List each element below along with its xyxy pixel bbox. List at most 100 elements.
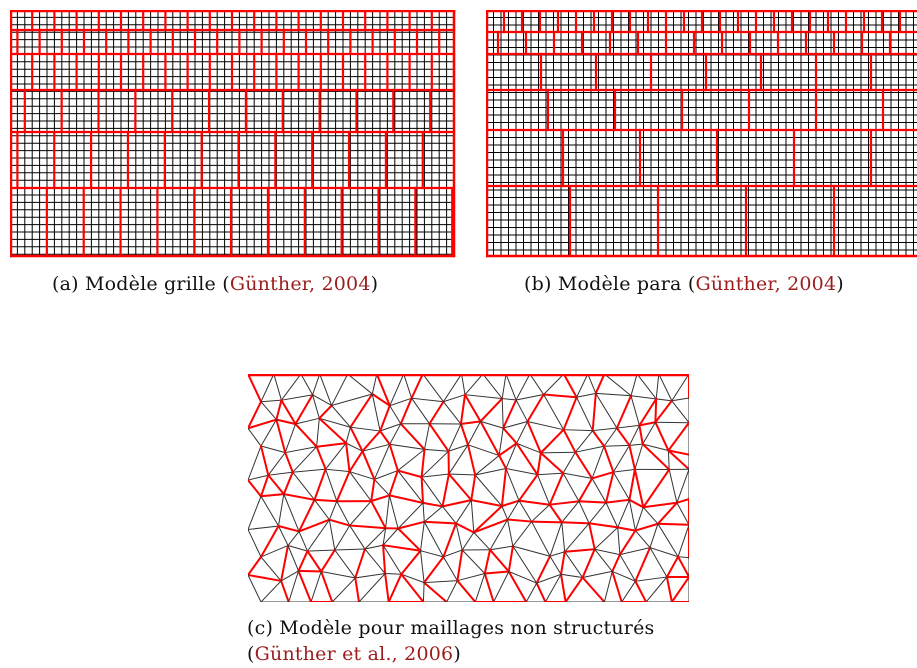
mesh-edge bbox=[657, 523, 679, 558]
partition-edge bbox=[306, 549, 323, 573]
mesh-edge bbox=[603, 427, 618, 447]
mesh-edge bbox=[267, 471, 294, 476]
mesh-edge bbox=[530, 520, 551, 557]
mesh-edge bbox=[655, 398, 673, 402]
mesh-edge bbox=[291, 471, 316, 501]
mesh-edge bbox=[676, 502, 689, 526]
mesh-edge bbox=[467, 444, 500, 457]
partition-edge bbox=[634, 579, 648, 602]
partition-edge bbox=[628, 444, 637, 471]
unstructured-mesh-diagram bbox=[248, 374, 689, 602]
partition-edge bbox=[428, 422, 450, 453]
mesh-edge bbox=[649, 523, 659, 549]
mesh-edge bbox=[605, 501, 619, 529]
partition-edge bbox=[420, 448, 426, 479]
partition-edge bbox=[634, 522, 660, 532]
mesh-edge bbox=[642, 421, 657, 445]
mesh-edge bbox=[461, 374, 466, 396]
partition-edge bbox=[279, 544, 290, 583]
mesh-edge bbox=[260, 400, 278, 421]
mesh-edge bbox=[277, 493, 285, 527]
partition-edge bbox=[466, 443, 477, 477]
caption-c-reference-link[interactable]: Günther et al., 2006 bbox=[254, 643, 454, 665]
mesh-edge bbox=[617, 526, 621, 556]
partition-edge bbox=[594, 374, 606, 395]
mesh-edge bbox=[677, 524, 689, 558]
mesh-edge bbox=[634, 529, 651, 549]
mesh-edge bbox=[677, 556, 689, 559]
partition-edge bbox=[470, 473, 477, 502]
mesh-edge bbox=[336, 500, 351, 527]
mesh-edge bbox=[595, 392, 618, 429]
mesh-edge bbox=[330, 404, 352, 428]
mesh-edge bbox=[505, 467, 520, 502]
mesh-edge bbox=[575, 374, 589, 398]
mesh-edge bbox=[529, 374, 545, 396]
mesh-edge bbox=[456, 572, 486, 582]
partition-edge bbox=[399, 572, 425, 602]
partition-edge bbox=[656, 501, 679, 526]
mesh-edge bbox=[358, 572, 386, 602]
mesh-edge bbox=[260, 544, 289, 558]
mesh-edge bbox=[467, 420, 482, 446]
partition-edge bbox=[628, 498, 645, 509]
partition-edge bbox=[297, 569, 323, 573]
partition-edge bbox=[542, 393, 578, 399]
mesh-edge bbox=[422, 374, 445, 403]
caption-a-reference-link[interactable]: Günther, 2004 bbox=[229, 273, 371, 295]
mesh-edge bbox=[382, 544, 402, 575]
mesh-edge bbox=[284, 446, 318, 454]
caption-a-close: ) bbox=[370, 273, 379, 295]
partition-edge bbox=[615, 426, 631, 447]
partition-edge bbox=[479, 420, 501, 457]
partition-edge bbox=[577, 477, 594, 503]
partition-edge bbox=[375, 374, 392, 408]
mesh-edge bbox=[361, 443, 391, 452]
mesh-edge bbox=[419, 550, 425, 584]
mesh-edge bbox=[442, 549, 463, 558]
partition-edge bbox=[266, 473, 286, 496]
partition-edge bbox=[399, 396, 413, 426]
mesh-edge bbox=[311, 394, 333, 407]
mesh-edge bbox=[574, 445, 605, 453]
mesh-edge bbox=[334, 548, 366, 551]
caption-c-text: (c) Modèle pour maillages non structurés bbox=[247, 617, 655, 639]
partition-edge bbox=[410, 374, 424, 400]
mesh-edge bbox=[280, 394, 314, 401]
mesh-edge bbox=[248, 528, 262, 558]
partition-edge bbox=[634, 546, 652, 583]
mesh-edge bbox=[619, 553, 637, 582]
partition-edge bbox=[421, 501, 444, 508]
mesh-edge bbox=[645, 576, 668, 602]
partition-edge bbox=[317, 404, 334, 420]
mesh-edge bbox=[248, 495, 262, 531]
partition-edge bbox=[248, 400, 263, 430]
caption-b-reference-link[interactable]: Günther, 2004 bbox=[695, 273, 837, 295]
caption-a: (a) Modèle grille (Günther, 2004) bbox=[52, 272, 378, 296]
mesh-edge bbox=[560, 573, 584, 579]
partition-edge bbox=[483, 570, 510, 575]
mesh-edge bbox=[373, 478, 391, 497]
partition-edge bbox=[501, 426, 519, 445]
mesh-edge bbox=[348, 500, 372, 527]
mesh-edge bbox=[628, 424, 641, 447]
mesh-edge bbox=[563, 429, 594, 432]
partition-edge bbox=[641, 442, 671, 471]
partition-edge bbox=[275, 418, 287, 454]
partition-edge bbox=[279, 579, 290, 602]
mesh-edge bbox=[260, 399, 282, 403]
mesh-edge bbox=[489, 518, 509, 551]
partition-edge bbox=[472, 504, 504, 534]
partition-edge bbox=[507, 544, 515, 573]
partition-edge bbox=[456, 548, 464, 582]
mesh-edge bbox=[384, 572, 402, 575]
partition-edge bbox=[248, 478, 263, 498]
mesh-edge bbox=[260, 445, 286, 454]
mesh-edge bbox=[549, 551, 566, 557]
partition-edge bbox=[447, 472, 473, 502]
mesh-edge bbox=[515, 374, 531, 401]
partition-edge bbox=[535, 581, 547, 602]
mesh-edge bbox=[423, 521, 445, 558]
partition-edge bbox=[313, 498, 338, 503]
partition-edge bbox=[506, 518, 533, 523]
